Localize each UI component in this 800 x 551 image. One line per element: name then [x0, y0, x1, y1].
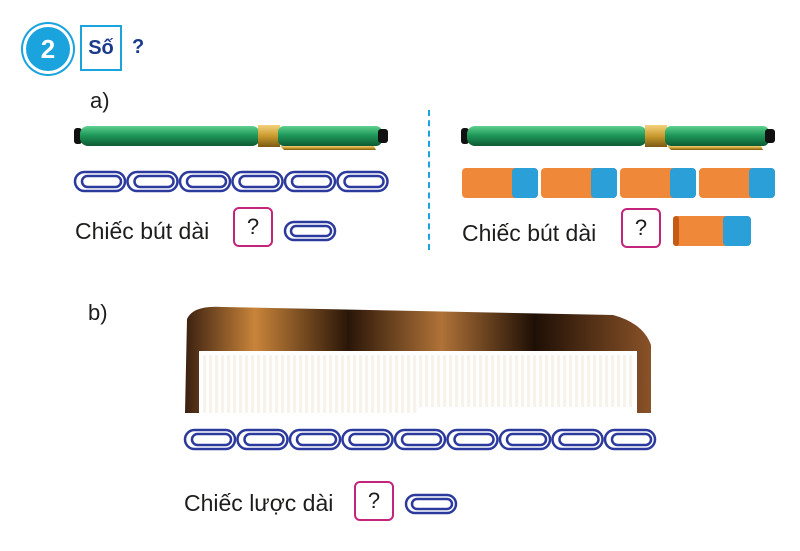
pen-image-right	[461, 125, 775, 150]
paperclip-icon	[393, 428, 447, 451]
exercise-title: Số	[80, 25, 122, 71]
pen-image-left	[74, 125, 388, 150]
eraser-icon	[462, 168, 538, 198]
paperclip-row-left	[73, 170, 389, 193]
paperclip-icon	[283, 220, 337, 242]
paperclip-icon	[283, 170, 337, 193]
paperclip-icon	[231, 170, 284, 193]
paperclip-icon	[404, 493, 458, 515]
sentence-right: Chiếc bút dài	[462, 220, 597, 246]
eraser-icon	[620, 168, 696, 198]
sentence-left: Chiếc bút dài	[75, 218, 210, 244]
answer-box-right[interactable]: ?	[621, 208, 661, 248]
paperclip-row-b	[183, 428, 657, 451]
paperclip-icon	[183, 428, 237, 451]
paperclip-icon	[498, 428, 552, 451]
sentence-b: Chiếc lược dài	[184, 490, 334, 516]
paperclip-icon	[73, 170, 127, 193]
part-a-label: a)	[90, 88, 110, 113]
eraser-icon	[699, 168, 775, 198]
paperclip-icon	[336, 170, 389, 193]
paperclip-icon	[603, 428, 657, 451]
exercise-number-badge: 2	[26, 27, 70, 71]
eraser-icon	[541, 168, 617, 198]
eraser-row-right	[462, 168, 775, 198]
answer-box-b[interactable]: ?	[354, 481, 394, 521]
part-b-label: b)	[88, 300, 108, 325]
comb-image	[185, 306, 651, 413]
paperclip-icon	[288, 428, 342, 451]
eraser-icon	[673, 216, 751, 246]
exercise-title-question-mark: ?	[132, 36, 145, 58]
paperclip-icon	[236, 428, 289, 451]
answer-box-left[interactable]: ?	[233, 207, 273, 247]
paperclip-icon	[446, 428, 499, 451]
column-divider	[428, 110, 430, 250]
paperclip-icon	[341, 428, 394, 451]
paperclip-icon	[178, 170, 232, 193]
paperclip-icon	[551, 428, 604, 451]
paperclip-icon	[126, 170, 179, 193]
